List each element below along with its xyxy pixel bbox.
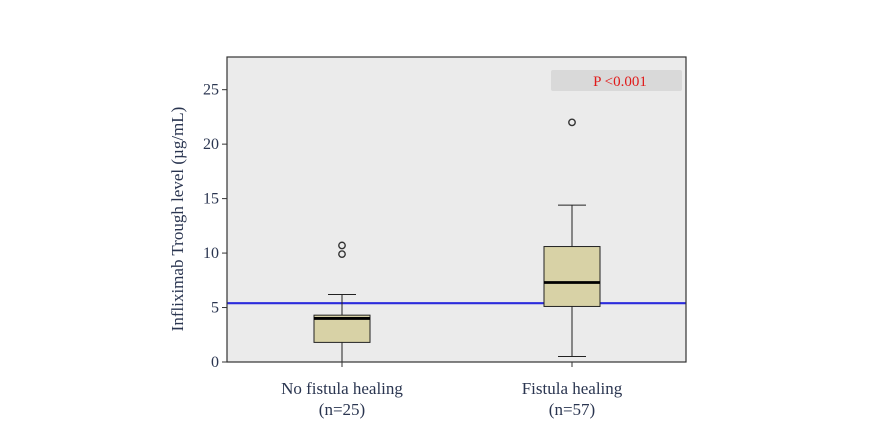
y-tick-label: 20	[203, 136, 219, 153]
y-tick-label: 15	[203, 191, 219, 208]
outlier-point	[568, 118, 576, 127]
plot-area-background	[227, 57, 686, 362]
y-axis-title: Infliximab Trough level (µg/mL)	[168, 107, 187, 332]
x-category-count: (n=25)	[319, 400, 365, 419]
y-tick-label: 0	[211, 354, 219, 371]
x-category-label: No fistula healing	[281, 379, 403, 398]
y-tick-label: 5	[211, 300, 219, 317]
p-value-annotation: P <0.001	[593, 74, 647, 90]
box-iqr	[543, 246, 601, 307]
x-category-label: Fistula healing	[522, 379, 623, 398]
plot-area-border	[226, 56, 687, 363]
y-tick-label: 10	[203, 245, 219, 262]
x-category-count: (n=57)	[549, 400, 595, 419]
outlier-point	[338, 241, 346, 250]
p-value-box	[551, 70, 682, 91]
outlier-point	[338, 250, 346, 259]
y-tick-label: 25	[203, 82, 219, 99]
